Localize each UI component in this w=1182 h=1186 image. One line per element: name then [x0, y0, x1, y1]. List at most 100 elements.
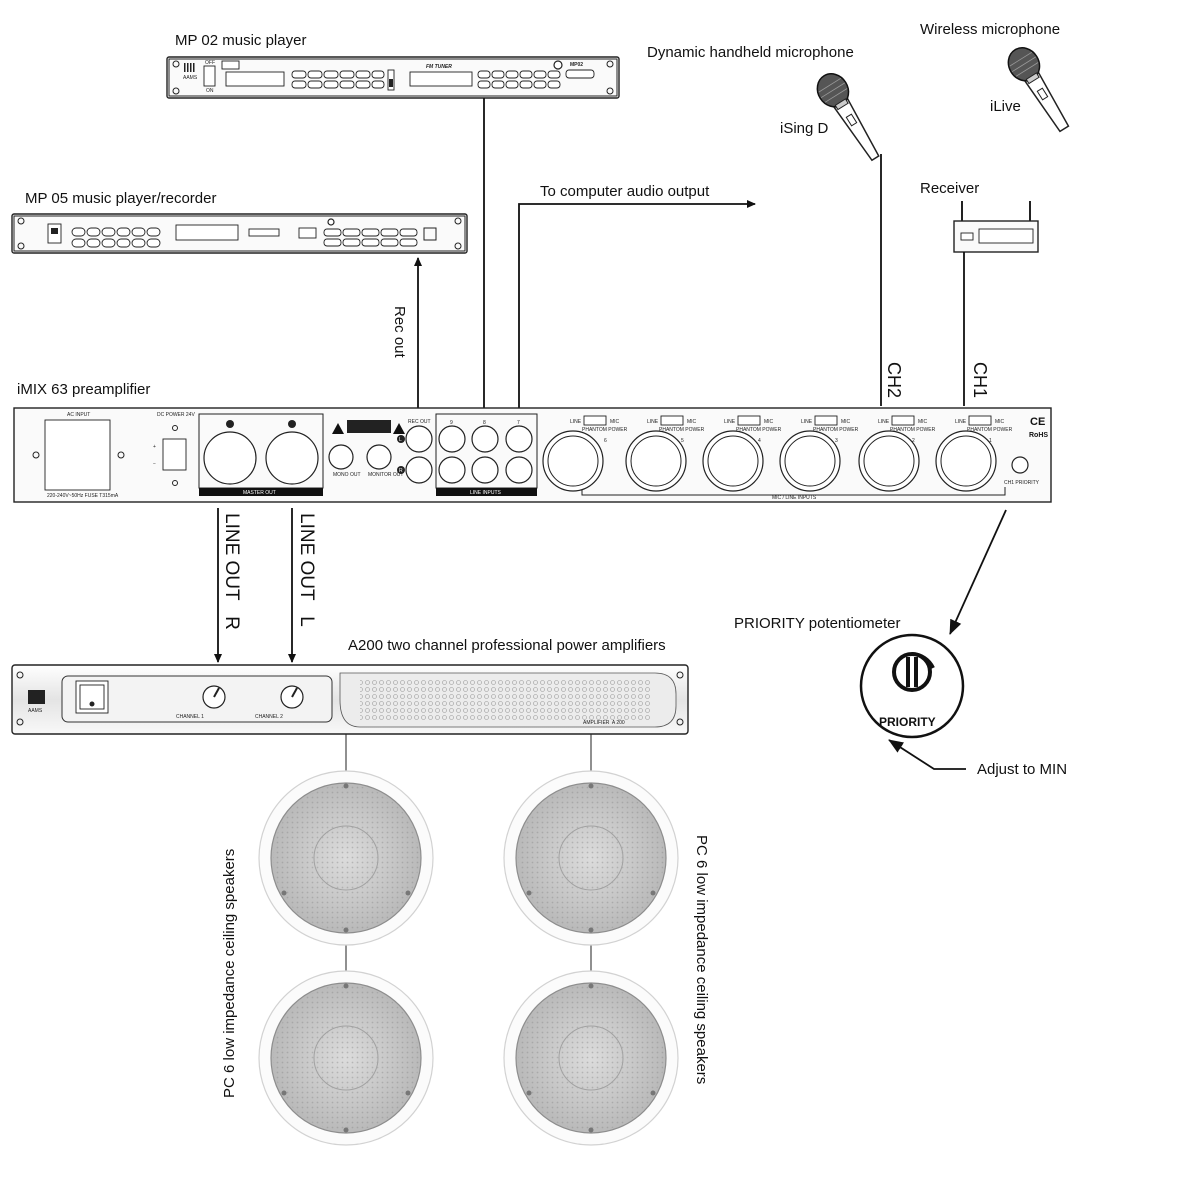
mp02-display — [225, 71, 285, 87]
wireless-microphone-icon — [1007, 47, 1070, 133]
ch2-label: CH2 — [884, 362, 904, 398]
master-out-r-xlr — [203, 431, 257, 485]
ce-mark-icon: CE — [1030, 416, 1045, 428]
mp05-transport-buttons[interactable] — [323, 228, 418, 247]
dynamic-mic-model: iSing D — [780, 120, 829, 137]
mp02-encoder-knob[interactable] — [553, 60, 563, 70]
rec-out-l-jack — [405, 425, 433, 453]
priority-label: PRIORITY potentiometer — [734, 615, 900, 632]
ch1-priority-knob[interactable] — [1011, 456, 1029, 474]
mp05-usb-port — [298, 227, 317, 239]
mic-line-input-5: LINE MIC PHANTOM POWER 5 — [625, 415, 705, 492]
mp02-panel-text: FM TUNER — [426, 64, 452, 70]
svg-text:2: 2 — [912, 438, 915, 444]
speakers-right-label: PC 6 low impedance ceiling speakers — [693, 835, 710, 1084]
mp02-logo-icon: AAMS — [183, 63, 198, 81]
priority-arrow — [949, 509, 1007, 635]
svg-text:ON: ON — [206, 88, 214, 94]
svg-text:R: R — [399, 468, 403, 474]
svg-text:220-240V~50Hz FUSE T315mA: 220-240V~50Hz FUSE T315mA — [47, 493, 119, 499]
a200-amplifier: A200 two channel professional power ampl… — [11, 637, 689, 735]
svg-text:PHANTOM POWER: PHANTOM POWER — [582, 427, 628, 433]
ceiling-speaker-bottom-left — [258, 970, 434, 1146]
line-input-8-l — [471, 425, 499, 453]
wireless-microphone: Wireless microphone iLive — [920, 21, 1070, 133]
svg-text:PHANTOM POWER: PHANTOM POWER — [890, 427, 936, 433]
imix-label: iMIX 63 preamplifier — [17, 381, 150, 398]
mp05-music-recorder: MP 05 music player/recorder — [11, 190, 468, 254]
mp02-power-switch[interactable] — [203, 65, 216, 87]
svg-text:AAMS: AAMS — [183, 75, 198, 81]
mp05-button-grid[interactable] — [71, 227, 161, 248]
priority-potentiometer: PRIORITY potentiometer PRIORITY Adjust t… — [734, 509, 1067, 778]
receiver-power-button[interactable] — [960, 232, 974, 241]
wire-ch1: CH1 — [963, 252, 990, 406]
wireless-mic-model: iLive — [990, 98, 1021, 115]
svg-text:CHANNEL 2: CHANNEL 2 — [255, 714, 283, 720]
mp05-card-slot — [248, 228, 280, 237]
mic-line-input-4: LINE MIC PHANTOM POWER 4 — [702, 415, 782, 492]
warning-icon — [393, 423, 405, 434]
ceiling-speaker-bottom-right — [503, 970, 679, 1146]
mic-line-input-6: LINE MIC PHANTOM POWER 6 — [542, 415, 628, 492]
ac-input-socket — [44, 419, 111, 491]
microphone-icon — [816, 73, 880, 162]
dc-power-socket — [162, 438, 187, 471]
svg-text:PHANTOM POWER: PHANTOM POWER — [967, 427, 1013, 433]
mic-line-input-3: LINE MIC PHANTOM POWER 3 — [779, 415, 859, 492]
dynamic-microphone: Dynamic handheld microphone iSing D — [647, 44, 880, 162]
mp05-label: MP 05 music player/recorder — [25, 190, 216, 207]
speakers-left-label: PC 6 low impedance ceiling speakers — [221, 849, 238, 1098]
master-out-l-xlr — [265, 431, 319, 485]
svg-text:−: − — [153, 461, 156, 467]
wire-rec-out: Rec out — [391, 257, 422, 416]
svg-text:L: L — [399, 437, 402, 443]
svg-text:CH1 PRIORITY: CH1 PRIORITY — [1004, 480, 1040, 486]
receiver-display — [978, 228, 1034, 244]
svg-text:LINE: LINE — [878, 419, 890, 425]
line-input-8-r — [471, 456, 499, 484]
rec-out-r-jack — [405, 456, 433, 484]
mp02-tuner-buttons[interactable] — [477, 70, 561, 89]
adjust-instruction: Adjust to MIN — [977, 761, 1067, 778]
mp05-display — [175, 224, 239, 241]
svg-text:LINE: LINE — [570, 419, 582, 425]
warning-plate — [347, 420, 391, 433]
priority-knob-label: PRIORITY — [879, 715, 936, 729]
svg-text:OFF: OFF — [205, 60, 215, 66]
wireless-mic-label: Wireless microphone — [920, 21, 1060, 38]
computer-audio-label: To computer audio output — [540, 183, 710, 200]
svg-text:MASTER OUT: MASTER OUT — [243, 490, 276, 496]
svg-text:LINE: LINE — [955, 419, 967, 425]
svg-text:LINE: LINE — [724, 419, 736, 425]
line-input-9-l — [438, 425, 466, 453]
svg-text:8: 8 — [483, 420, 486, 426]
svg-text:MIC: MIC — [610, 419, 620, 425]
monitor-out-jack — [366, 444, 392, 470]
svg-text:1: 1 — [989, 438, 992, 444]
svg-text:MIC: MIC — [687, 419, 697, 425]
mp02-label: MP 02 music player — [175, 32, 306, 49]
svg-text:MIC / LINE INPUTS: MIC / LINE INPUTS — [772, 495, 817, 501]
svg-text:MONITOR OUT: MONITOR OUT — [368, 472, 403, 478]
mp02-preset-button[interactable] — [565, 69, 595, 79]
mic-line-input-2: LINE MIC PHANTOM POWER 2 — [858, 415, 936, 492]
mp02-button-block[interactable] — [291, 70, 385, 89]
wire-line-out-l: LINE OUT L — [288, 508, 317, 663]
wire-computer-audio: To computer audio output — [518, 183, 756, 426]
svg-text:9: 9 — [450, 420, 453, 426]
line-out-l-label: LINE OUT L — [296, 513, 317, 627]
amp-vent-grille — [360, 680, 650, 720]
svg-text:MIC: MIC — [995, 419, 1005, 425]
svg-text:4: 4 — [758, 438, 761, 444]
mp05-record-led — [327, 218, 335, 226]
svg-text:AAMS: AAMS — [28, 708, 43, 714]
line-input-7-l — [505, 425, 533, 453]
mic-line-input-1: LINE MIC PHANTOM POWER 1 — [935, 415, 1013, 492]
receiver-label: Receiver — [920, 180, 979, 197]
wireless-receiver: Receiver — [920, 180, 1039, 253]
svg-text:REC OUT: REC OUT — [408, 419, 431, 425]
ch1-label: CH1 — [970, 362, 990, 398]
amp-logo-icon: AAMS — [28, 690, 45, 714]
